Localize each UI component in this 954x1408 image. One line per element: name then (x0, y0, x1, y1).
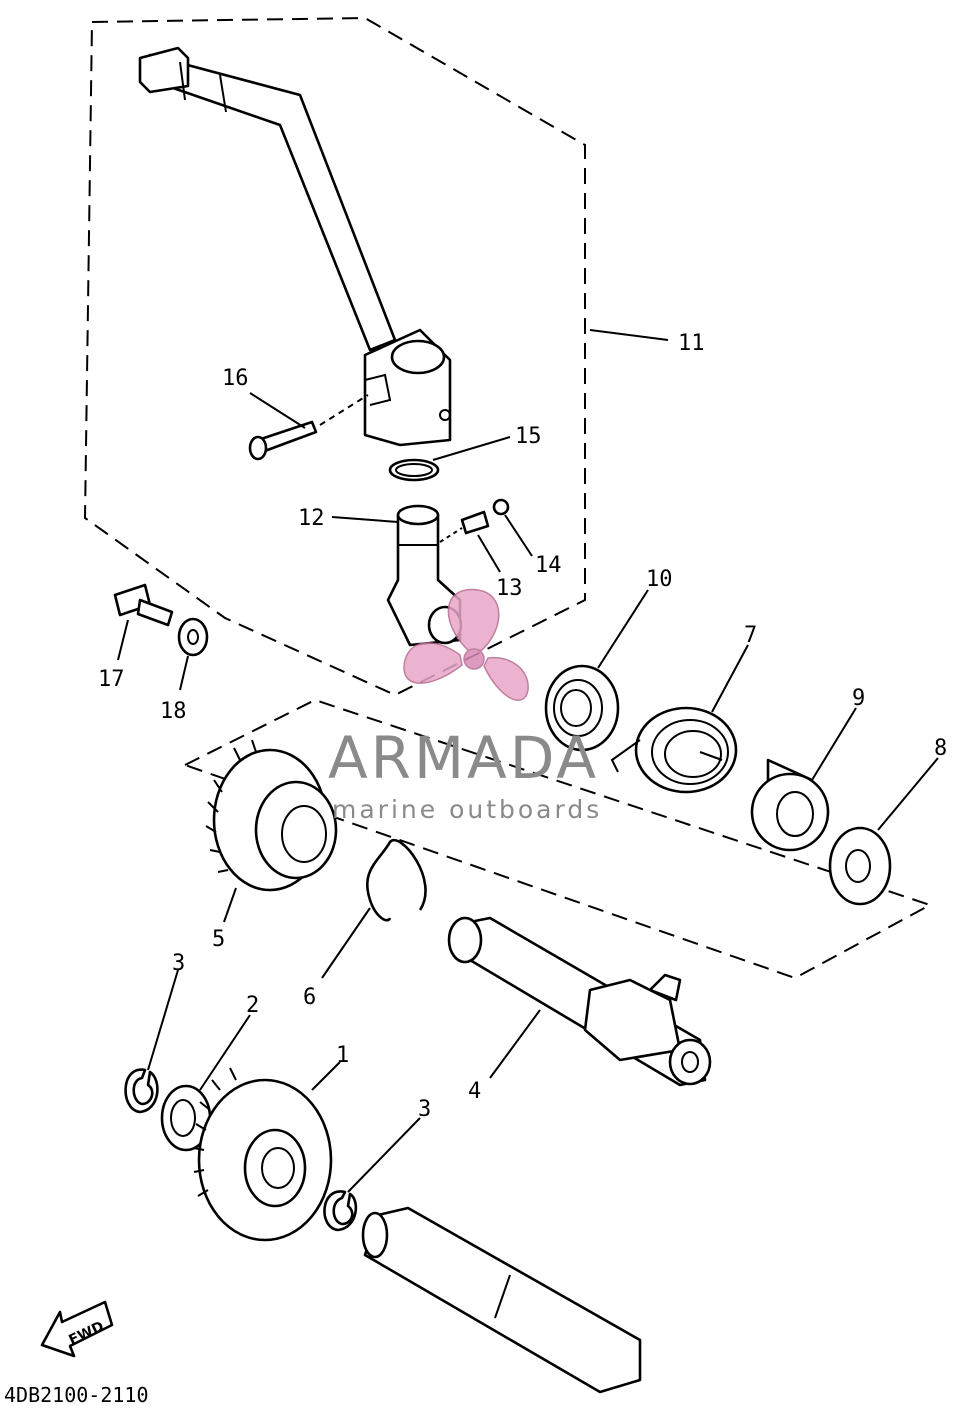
callout-14: 14 (535, 553, 562, 578)
drawing-code: 4DB2100-2110 (4, 1383, 149, 1407)
part-16-screw (248, 394, 369, 461)
callout-7: 7 (744, 623, 757, 648)
part-9-spacer (750, 758, 830, 852)
part-13-bolt (439, 510, 490, 543)
part-6-clip (366, 838, 427, 922)
shaft (361, 1206, 642, 1394)
part-14-ball (492, 498, 510, 516)
armada-propeller-logo (403, 588, 529, 701)
callout-16: 16 (222, 366, 249, 391)
assembly-lower-outline (182, 698, 933, 980)
assembly-11-outline (83, 16, 586, 697)
part-17-bolt (113, 583, 174, 627)
callout-9: 9 (852, 686, 865, 711)
kick-lever (138, 46, 452, 447)
part-3-circlip-right (323, 1190, 358, 1232)
part-10-oil-seal (544, 664, 620, 752)
callout-12: 12 (298, 506, 325, 531)
part-3-circlip-left (124, 1068, 159, 1114)
callout-5: 5 (212, 927, 225, 952)
callout-8: 8 (934, 736, 947, 761)
fwd-arrow-icon: FWD (40, 1300, 114, 1358)
callout-1: 1 (336, 1043, 349, 1068)
callout-3b: 3 (418, 1097, 431, 1122)
callout-18: 18 (160, 699, 187, 724)
part-7-torsion-spring (610, 706, 738, 794)
callout-3a: 3 (172, 951, 185, 976)
watermark-brand: ARMADA (328, 724, 599, 792)
callout-2: 2 (246, 993, 259, 1018)
part-1-idle-gear (193, 1067, 333, 1242)
callout-17: 17 (98, 667, 125, 692)
callout-4: 4 (468, 1079, 481, 1104)
callout-10: 10 (646, 567, 673, 592)
part-5-kick-gear (205, 739, 338, 892)
part-4-kick-axle (447, 916, 712, 1087)
callout-13: 13 (496, 576, 523, 601)
callout-11: 11 (678, 331, 705, 356)
leader-lines (117, 329, 939, 1193)
part-18-washer (177, 617, 209, 657)
part-8-washer (828, 826, 892, 906)
watermark-tagline: marine outboards (332, 795, 602, 824)
callout-15: 15 (515, 424, 542, 449)
callout-6: 6 (303, 985, 316, 1010)
